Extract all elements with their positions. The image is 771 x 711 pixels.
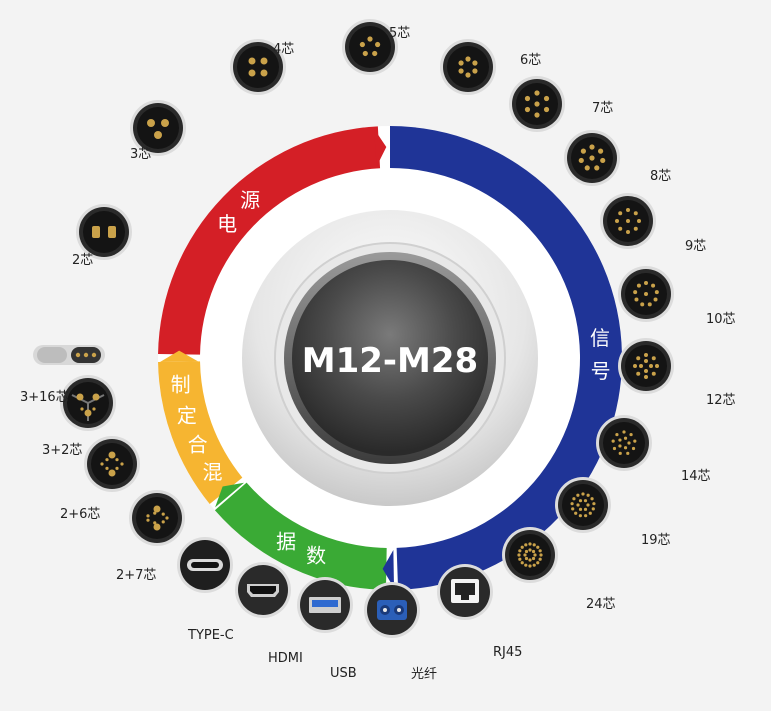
fourteen-pin-connector-icon bbox=[594, 413, 654, 473]
connector-label: 2+7芯 bbox=[116, 568, 157, 583]
segment-notch bbox=[382, 549, 395, 588]
fiber-optic-connector-icon bbox=[362, 580, 422, 640]
five-pin-connector-icon bbox=[340, 17, 400, 77]
connector-label: 24芯 bbox=[586, 597, 616, 612]
usb-connector-icon bbox=[295, 575, 355, 635]
six-pin-connector-icon bbox=[438, 37, 498, 97]
hybrid-2-6-connector-icon bbox=[82, 434, 142, 494]
ten-pin-connector-icon bbox=[616, 264, 676, 324]
connector-label: 光纤 bbox=[411, 667, 438, 682]
connector-label: 5芯 bbox=[389, 26, 411, 41]
nineteen-pin-connector-icon bbox=[553, 475, 613, 535]
segment-data bbox=[214, 482, 387, 590]
connector-label: 19芯 bbox=[641, 533, 671, 548]
connector-label: 10芯 bbox=[706, 312, 736, 327]
connector-label: 12芯 bbox=[706, 393, 736, 408]
three-pin-connector-icon bbox=[128, 98, 188, 158]
nine-pin-connector-icon bbox=[598, 191, 658, 251]
connector-label: 2芯 bbox=[72, 253, 94, 268]
connector-label: 14芯 bbox=[681, 469, 711, 484]
center-title: M12-M28 bbox=[302, 341, 478, 381]
segment-signal bbox=[390, 126, 622, 590]
connector-label: 2+6芯 bbox=[60, 507, 101, 522]
connector-label: RJ45 bbox=[493, 645, 523, 660]
type-c-connector-icon bbox=[175, 535, 235, 595]
four-pin-connector-icon bbox=[228, 37, 288, 97]
twelve-pin-connector-icon bbox=[616, 336, 676, 396]
segment-notch bbox=[160, 350, 199, 363]
connector-label: USB bbox=[330, 666, 357, 681]
connector-label: 7芯 bbox=[592, 101, 614, 116]
hybrid-2-7-connector-icon bbox=[127, 488, 187, 548]
segment-label-data: 数据 bbox=[276, 530, 326, 568]
hybrid-3-2-connector-icon bbox=[58, 373, 118, 433]
seven-pin-connector-icon bbox=[507, 74, 567, 134]
segment-mixed bbox=[158, 361, 243, 505]
connector-label: TYPE-C bbox=[188, 628, 234, 643]
hdmi-connector-icon bbox=[233, 560, 293, 620]
two-pin-connector-icon bbox=[74, 202, 134, 262]
segment-label-power: 电源 bbox=[217, 188, 260, 236]
connector-label: 3芯 bbox=[130, 147, 152, 162]
segment-label-mixed: 混合定制 bbox=[171, 373, 223, 485]
segment-label-signal: 信号 bbox=[590, 326, 611, 383]
connector-label: 8芯 bbox=[650, 169, 672, 184]
connector-label: 4芯 bbox=[273, 42, 295, 57]
rj45-connector-icon bbox=[435, 562, 495, 622]
segment-power bbox=[158, 126, 381, 355]
connector-label: 3+2芯 bbox=[42, 443, 83, 458]
segment-notch bbox=[215, 482, 245, 508]
connector-label: 6芯 bbox=[520, 53, 542, 68]
segment-notch bbox=[373, 128, 387, 167]
hybrid-3-16-connector-icon bbox=[33, 325, 105, 385]
knob-face bbox=[292, 260, 488, 456]
connector-label: 3+16芯 bbox=[20, 390, 69, 405]
connector-label: HDMI bbox=[268, 651, 303, 666]
eight-pin-connector-icon bbox=[562, 128, 622, 188]
connector-label: 9芯 bbox=[685, 239, 707, 254]
twentyfour-pin-connector-icon bbox=[500, 525, 560, 585]
